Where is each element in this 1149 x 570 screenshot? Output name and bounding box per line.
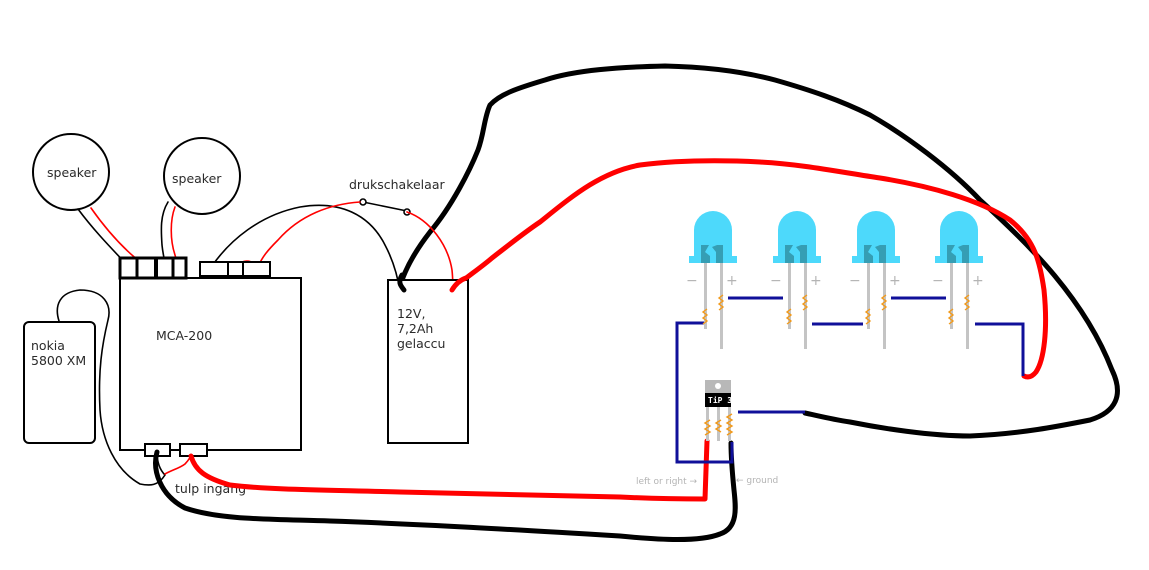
battery: 12V, 7,2Ah gelaccu [387,279,469,444]
led-anvil [701,245,710,263]
switch-label: drukschakelaar [349,177,445,192]
rca-input-right [179,443,208,457]
led-anvil [947,245,956,263]
speaker-left-body [32,133,110,211]
transistor: TiP 31 [703,380,737,441]
solder-coil-icon [880,294,888,311]
led-post [796,245,807,263]
solder-coil-icon [947,308,955,325]
switch-lever [362,201,408,212]
phone-label-line2: 5800 XM [31,353,86,368]
led-plus-label: + [972,273,984,289]
solder-coil-icon [703,419,712,436]
led-plus-label: + [726,273,738,289]
led: −+ [686,211,738,349]
led-post [875,245,886,263]
led: −+ [770,211,822,349]
amp-positive-to-switch-wire [257,201,361,268]
speaker-right: speaker [163,137,241,215]
led-group: −+−+−+−+ [686,211,984,349]
led-dome [857,211,895,258]
led-dome [778,211,816,258]
battery-label-line2: 7,2Ah [397,321,433,336]
transistor-body [705,393,731,407]
led-post [712,245,723,263]
solder-coil-icon [801,294,809,311]
led-anode-leg [966,258,969,349]
led-dome [940,211,978,258]
solder-coil-icon [785,308,793,325]
speaker-right-label: speaker [172,171,222,186]
transistor-label: TiP 31 [708,395,737,405]
phone-label-line1: nokia [31,338,65,353]
solder-coil-icon [725,413,734,436]
amp-ground-to-battery-wire [211,204,401,293]
signal-annotation: left or right → [636,477,698,487]
led-post [958,245,969,263]
led-anvil [864,245,873,263]
phone-body [23,321,96,444]
battery-label-line1: 12V, [397,306,425,321]
speaker-right-body [163,137,241,215]
speaker-left: speaker [32,133,110,211]
amplifier-label: MCA-200 [156,328,212,343]
amplifier: MCA-200 [118,256,302,457]
led-anvil [785,245,794,263]
battery-label-line3: gelaccu [397,336,445,351]
speaker-terminal-block [118,256,188,280]
solder-coil-icon [717,294,725,311]
led-cathode-leg [704,258,707,329]
led-plus-label: + [810,273,822,289]
solder-coil-icon [963,294,971,311]
phone-audio-cable [56,289,166,486]
push-switch[interactable]: drukschakelaar [349,177,445,216]
led: −+ [932,211,984,349]
led-anode-leg [720,258,723,349]
amplifier-body [119,277,302,451]
battery-positive-stub [449,275,469,293]
battery-negative-stub [397,272,407,293]
led-cathode-leg [867,258,870,329]
solder-coil-icon [714,419,723,433]
speaker-left-label: speaker [47,165,97,180]
switch-terminal-left [359,198,367,206]
transistor-mount-hole [715,383,721,389]
battery-body [387,279,469,444]
led-dome [694,211,732,258]
power-terminal [199,261,229,277]
led-minus-label: − [849,273,861,289]
signal-wire [188,438,710,502]
led-flange [935,256,983,263]
solder-coil-icon [701,308,709,325]
positive-wire-loop [449,158,1049,380]
rca-split-wire [164,455,192,475]
led-minus-label: − [932,273,944,289]
led-minus-label: − [686,273,698,289]
led-flange [689,256,737,263]
led-anode-leg [804,258,807,349]
led-anode-leg [883,258,886,349]
ground-annotation: ← ground [736,476,778,486]
led-link-wire [675,321,734,464]
led-minus-label: − [770,273,782,289]
audio-ground-wire [153,440,738,542]
led-plus-label: + [889,273,901,289]
power-terminal [242,261,271,277]
led-cathode-leg [950,258,953,329]
ground-wire-top-loop [396,63,1120,439]
led-link-wire [975,322,1025,376]
power-terminal [227,261,244,277]
phone: nokia 5800 XM [23,321,96,444]
led-flange [773,256,821,263]
led-cathode-leg [788,258,791,329]
led: −+ [849,211,901,349]
led-flange [852,256,900,263]
solder-coil-icon [864,308,872,325]
